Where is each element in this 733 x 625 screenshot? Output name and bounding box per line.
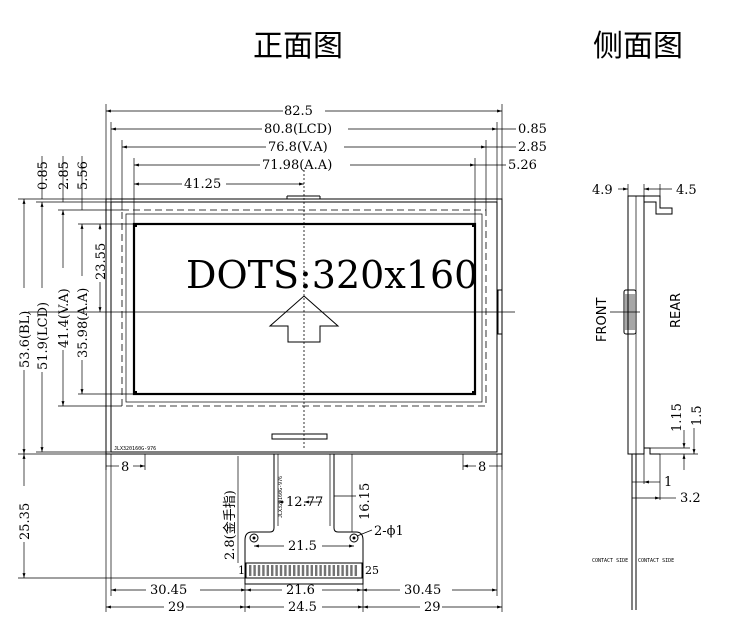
dim-center-y: 23.55 [94,243,109,280]
gold-finger-pin [345,565,349,576]
pin-last-label: 25 [365,564,379,577]
gold-finger-pin [332,565,336,576]
dim-holes-span: 21.5 [288,539,317,554]
gold-finger-area [245,562,363,579]
gold-finger-pin [257,565,261,576]
gold-finger-pin [319,565,322,576]
dim-r-526: 5.26 [508,158,537,173]
dim-fpc-offset: 12.77 [286,495,323,510]
side-tab [497,289,503,335]
gold-finger-pin [253,565,256,576]
gold-finger-pin [341,565,344,576]
dim-aa-height: 35.98(A.A) [76,288,91,358]
mount-hole-icon [349,533,359,543]
mount-hole-center [352,536,356,540]
gold-finger-pin [279,565,283,576]
gold-finger-pin [297,565,300,576]
front-view-title: 正面图 [253,29,343,64]
fpc-label: JLX320160G-976 [278,476,284,518]
gold-finger-pin [328,565,331,576]
gold-finger-pin [354,565,358,576]
gold-finger-pin [310,565,314,576]
mount-hole-icon [249,533,259,543]
edge-8-dims: 8 8 [105,454,503,475]
dim-lcd-width: 80.8(LCD) [264,122,332,137]
active-area [132,222,477,396]
dim-pins-span: 21.6 [286,583,315,598]
dim-r-085: 0.85 [518,122,547,137]
fpc-outline [244,454,364,585]
dim-bot-left1: 30.45 [150,583,187,598]
gold-finger-pin [249,565,252,576]
gold-finger-pin [284,565,287,576]
gold-finger-pin [262,565,265,576]
dim-right-8: 8 [478,460,486,475]
dim-t-085: 0.85 [36,161,51,190]
aa-corner [472,391,475,394]
side-fpc-joint [644,447,660,455]
gold-finger-pin [266,565,270,576]
mount-hole-center [252,536,256,540]
dots-label: DOTS:320x160 [186,253,478,297]
side-dim-32: 3.2 [680,491,701,506]
side-dim-15: 1.5 [690,405,705,426]
dim-t-556: 5.56 [76,161,91,190]
top-dimensions: 82.5 80.8(LCD) 0.85 76.8(V.A) 2.85 71.98… [105,104,547,224]
dim-t-285: 2.85 [57,161,72,190]
side-dim-115: 1.15 [670,403,685,432]
gold-finger-pin [323,565,327,576]
dim-bot-right1: 30.45 [404,583,441,598]
dim-center-x: 41.25 [184,177,221,192]
side-dim-45: 4.5 [676,183,697,198]
gold-finger-pin [288,565,292,576]
pin-first-label: 1 [238,564,245,577]
dim-fpc-right: 16.15 [358,483,373,520]
side-front-label: FRONT [595,298,610,342]
dim-lcd-height: 51.9(LCD) [36,302,51,370]
side-rear-label: REAR [669,293,684,328]
dim-fpc-length: 25.35 [18,503,33,540]
contact-side-left: CONTACT SIDE [592,558,628,564]
dim-r-285: 2.85 [518,140,547,155]
aa-corner [472,224,475,227]
dim-va-width: 76.8(V.A) [268,140,328,155]
part-number: JLX320160G-976 [114,446,156,452]
dim-bot-left2: 29 [168,600,185,615]
side-top-tab [644,195,673,215]
viewing-direction-arrow-icon [268,295,340,343]
dim-va-height: 41.4(V.A) [57,288,72,348]
gold-finger-pin [337,565,340,576]
connector-slot [271,433,328,440]
dim-bot-right2: 29 [424,600,441,615]
gold-finger-pin [350,565,353,576]
dim-bot-mid2: 24.5 [288,600,317,615]
gold-finger-pin [301,565,305,576]
left-dimensions: 53.6(BL) 51.9(LCD) 41.4(V.A) 35.98(A.A) … [18,156,134,455]
dim-holes-label: 2-ϕ1 [374,524,404,539]
gold-finger-pin [275,565,278,576]
fpc-dimensions: 25.35 2.8(金手指) 12.77 16.15 21.5 2-ϕ1 21.… [18,454,503,615]
dim-bl-height: 53.6(BL) [18,311,33,368]
aa-corner [134,391,137,394]
gold-finger-pin [306,565,309,576]
gold-finger-pin [315,565,318,576]
fpc-cable: JLX320160G-976 1 25 [238,454,379,585]
contact-side-right: CONTACT SIDE [638,558,674,564]
dim-bl-width: 82.5 [284,104,313,119]
dim-gold-finger: 2.8(金手指) [222,490,238,560]
gold-finger-pin [293,565,296,576]
dim-left-8: 8 [121,460,129,475]
side-dim-1: 1 [664,475,672,490]
dim-aa-width: 71.98(A.A) [262,158,332,173]
side-dim-49: 4.9 [592,183,613,198]
front-view: DOTS:320x160 JLX320160G-976 [28,170,515,455]
side-view-title: 侧面图 [593,29,683,64]
gold-fingers [249,565,358,576]
side-view: FRONT REAR 4.9 4.5 1.15 1.5 1 3.2 CONT [592,183,705,610]
gold-finger-pin [271,565,274,576]
aa-corner [134,224,137,227]
